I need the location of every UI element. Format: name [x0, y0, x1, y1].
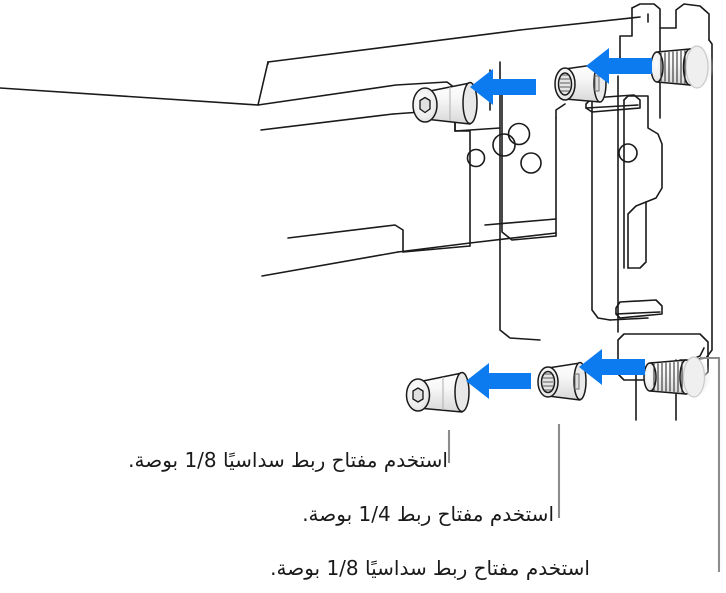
- hex-socket-cap-lower: [405, 371, 470, 413]
- caption-hex-wrench-lower: استخدم مفتاح ربط سداسيًا 1/8 بوصة.: [270, 556, 590, 580]
- caption-hex-wrench-upper: استخدم مفتاح ربط سداسيًا 1/8 بوصة.: [128, 448, 448, 472]
- threaded-stud-upper: [650, 45, 714, 89]
- arrow-left-upper-inner: [586, 48, 652, 84]
- hex-socket-cap-upper: [412, 81, 478, 125]
- assembly-direction-arrows: [466, 48, 652, 399]
- threaded-nut-lower: [537, 361, 587, 401]
- threaded-nut-upper: [554, 63, 607, 103]
- caption-quarter-inch-wrench: استخدم مفتاح ربط 1/4 بوصة.: [302, 502, 554, 526]
- arrow-left-lower-outer: [466, 363, 531, 399]
- threaded-stud-lower: [643, 356, 711, 398]
- arrow-left-upper-outer: [470, 69, 536, 105]
- caption-leader-lines: [447, 356, 721, 572]
- arrow-left-lower-inner: [579, 349, 645, 385]
- leader-line-3: [700, 356, 721, 572]
- equipment-rail: [0, 16, 641, 277]
